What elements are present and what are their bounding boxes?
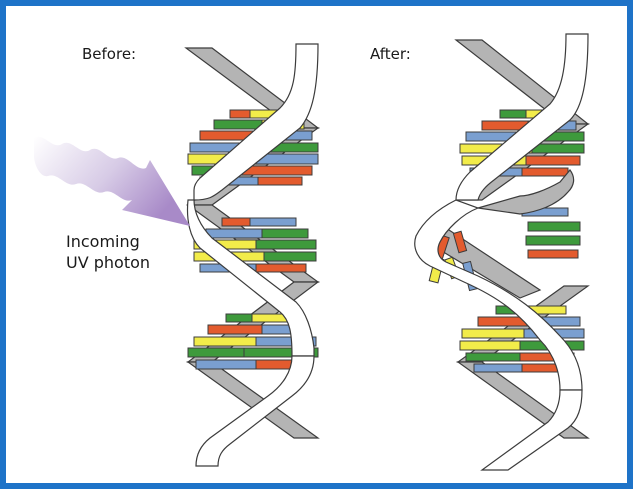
wavy-arrow-icon — [34, 137, 190, 226]
photon-label-line1: Incoming — [66, 231, 140, 252]
uv-photon-arrow — [34, 137, 190, 226]
before-label: Before: — [82, 44, 136, 65]
photon-label-line2: UV photon — [66, 252, 150, 273]
after-label: After: — [370, 44, 411, 65]
after-helix — [415, 34, 588, 470]
before-helix — [186, 44, 318, 466]
